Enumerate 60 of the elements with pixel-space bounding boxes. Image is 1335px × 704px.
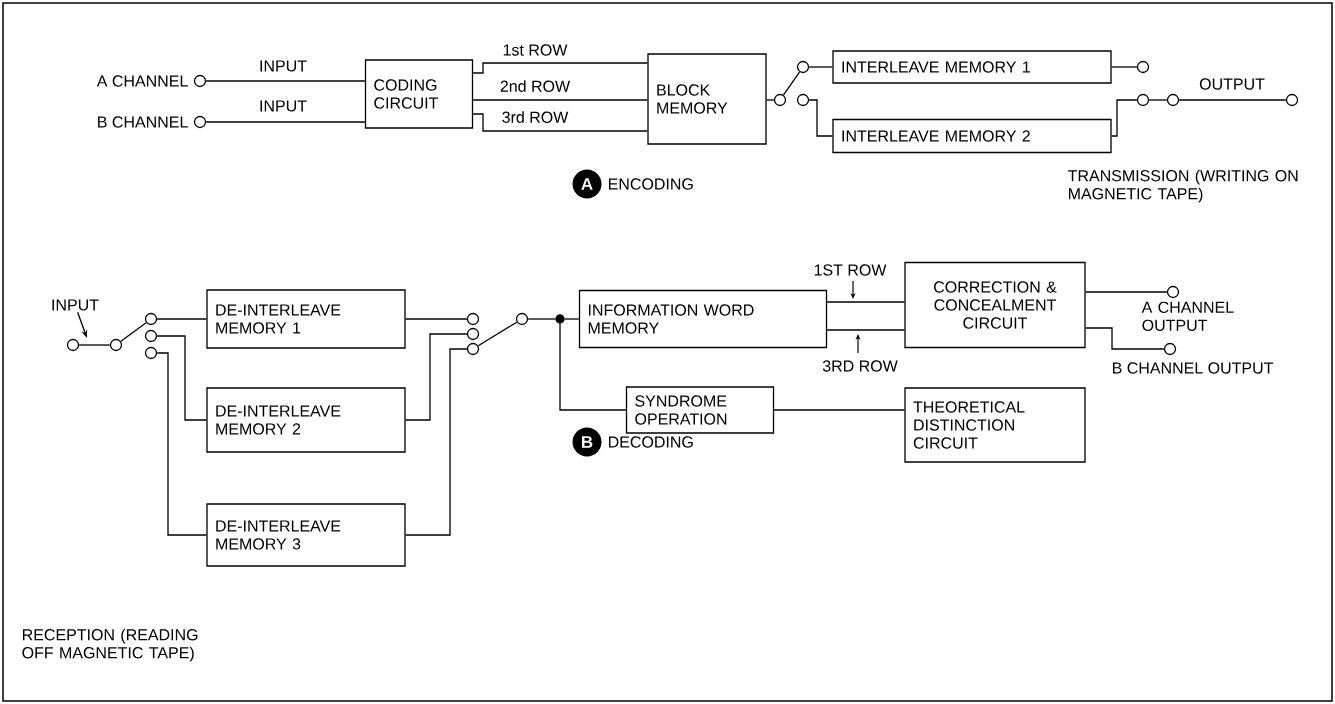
switch-blade xyxy=(120,322,147,342)
process-box: THEORETICAL DISTINCTION CIRCUIT xyxy=(904,387,1086,463)
edge-label: INPUT xyxy=(258,99,308,113)
section-badge: A xyxy=(572,169,602,199)
process-box: SYNDROME OPERATION xyxy=(625,386,775,434)
connector-line xyxy=(559,323,627,411)
connector-line xyxy=(405,348,468,536)
connector-line xyxy=(405,318,468,320)
switch-blade xyxy=(782,71,801,96)
connector-line xyxy=(826,301,905,303)
terminal-label: B CHANNEL OUTPUT xyxy=(1113,362,1274,374)
process-box: INFORMATION WORD MEMORY xyxy=(578,289,828,349)
process-box: DE-INTERLEAVE MEMORY 1 xyxy=(206,289,406,349)
connector-line xyxy=(405,333,468,421)
section-label: DECODING xyxy=(609,436,693,448)
section-label: ENCODING xyxy=(609,178,693,190)
connector-line xyxy=(156,318,207,320)
process-box: INTERLEAVE MEMORY 2 xyxy=(832,118,1112,154)
section-badge: B xyxy=(572,427,602,457)
connector-line xyxy=(1111,99,1138,137)
connector-line xyxy=(773,409,905,411)
section-label: TRANSMISSION (WRITING ON MAGNETIC TAPE) xyxy=(1068,169,1298,203)
process-box: DE-INTERLEAVE MEMORY 3 xyxy=(206,503,406,567)
connector-line xyxy=(1111,66,1138,68)
connector-line xyxy=(1148,99,1168,101)
edge-label: 2nd ROW xyxy=(498,79,572,93)
connector-line xyxy=(156,352,207,536)
connector-line xyxy=(1085,291,1168,293)
terminal-label: A CHANNEL xyxy=(96,75,188,87)
connector-line xyxy=(472,62,648,74)
connector-line xyxy=(472,99,648,101)
connector-line xyxy=(205,121,366,123)
process-box: DE-INTERLEAVE MEMORY 2 xyxy=(206,387,406,453)
connector-line xyxy=(205,80,366,82)
connector-line xyxy=(1178,99,1287,101)
connector-line xyxy=(156,335,207,421)
connector-line xyxy=(808,66,833,68)
process-box: BLOCK MEMORY xyxy=(647,53,767,145)
connector-line xyxy=(826,329,905,331)
edge-label: INPUT xyxy=(258,59,308,73)
connector-line xyxy=(472,113,648,132)
terminal-label: B CHANNEL xyxy=(98,116,188,128)
edge-label: OUTPUT xyxy=(1198,77,1266,91)
process-box: CODING CIRCUIT xyxy=(364,59,474,129)
input-label: INPUT xyxy=(52,299,99,311)
process-box: INTERLEAVE MEMORY 1 xyxy=(832,50,1112,84)
edge-label: 3RD ROW xyxy=(821,359,899,373)
edge-label: 1ST ROW xyxy=(812,263,888,277)
process-box: CORRECTION & CONCEALMENT CIRCUIT xyxy=(904,261,1086,349)
terminal-label: A CHANNEL OUTPUT xyxy=(1141,301,1234,331)
connector-line xyxy=(527,318,556,320)
section-label: RECEPTION (READING OFF MAGNETIC TAPE) xyxy=(22,628,198,662)
connector-line xyxy=(78,344,111,346)
connector-line xyxy=(808,99,833,137)
edge-label: 3rd ROW xyxy=(500,110,570,124)
connector-line xyxy=(1085,327,1165,350)
switch-blade xyxy=(477,321,518,347)
connector-line xyxy=(766,99,775,101)
edge-label: 1st ROW xyxy=(501,43,569,57)
connector-line xyxy=(564,318,580,320)
